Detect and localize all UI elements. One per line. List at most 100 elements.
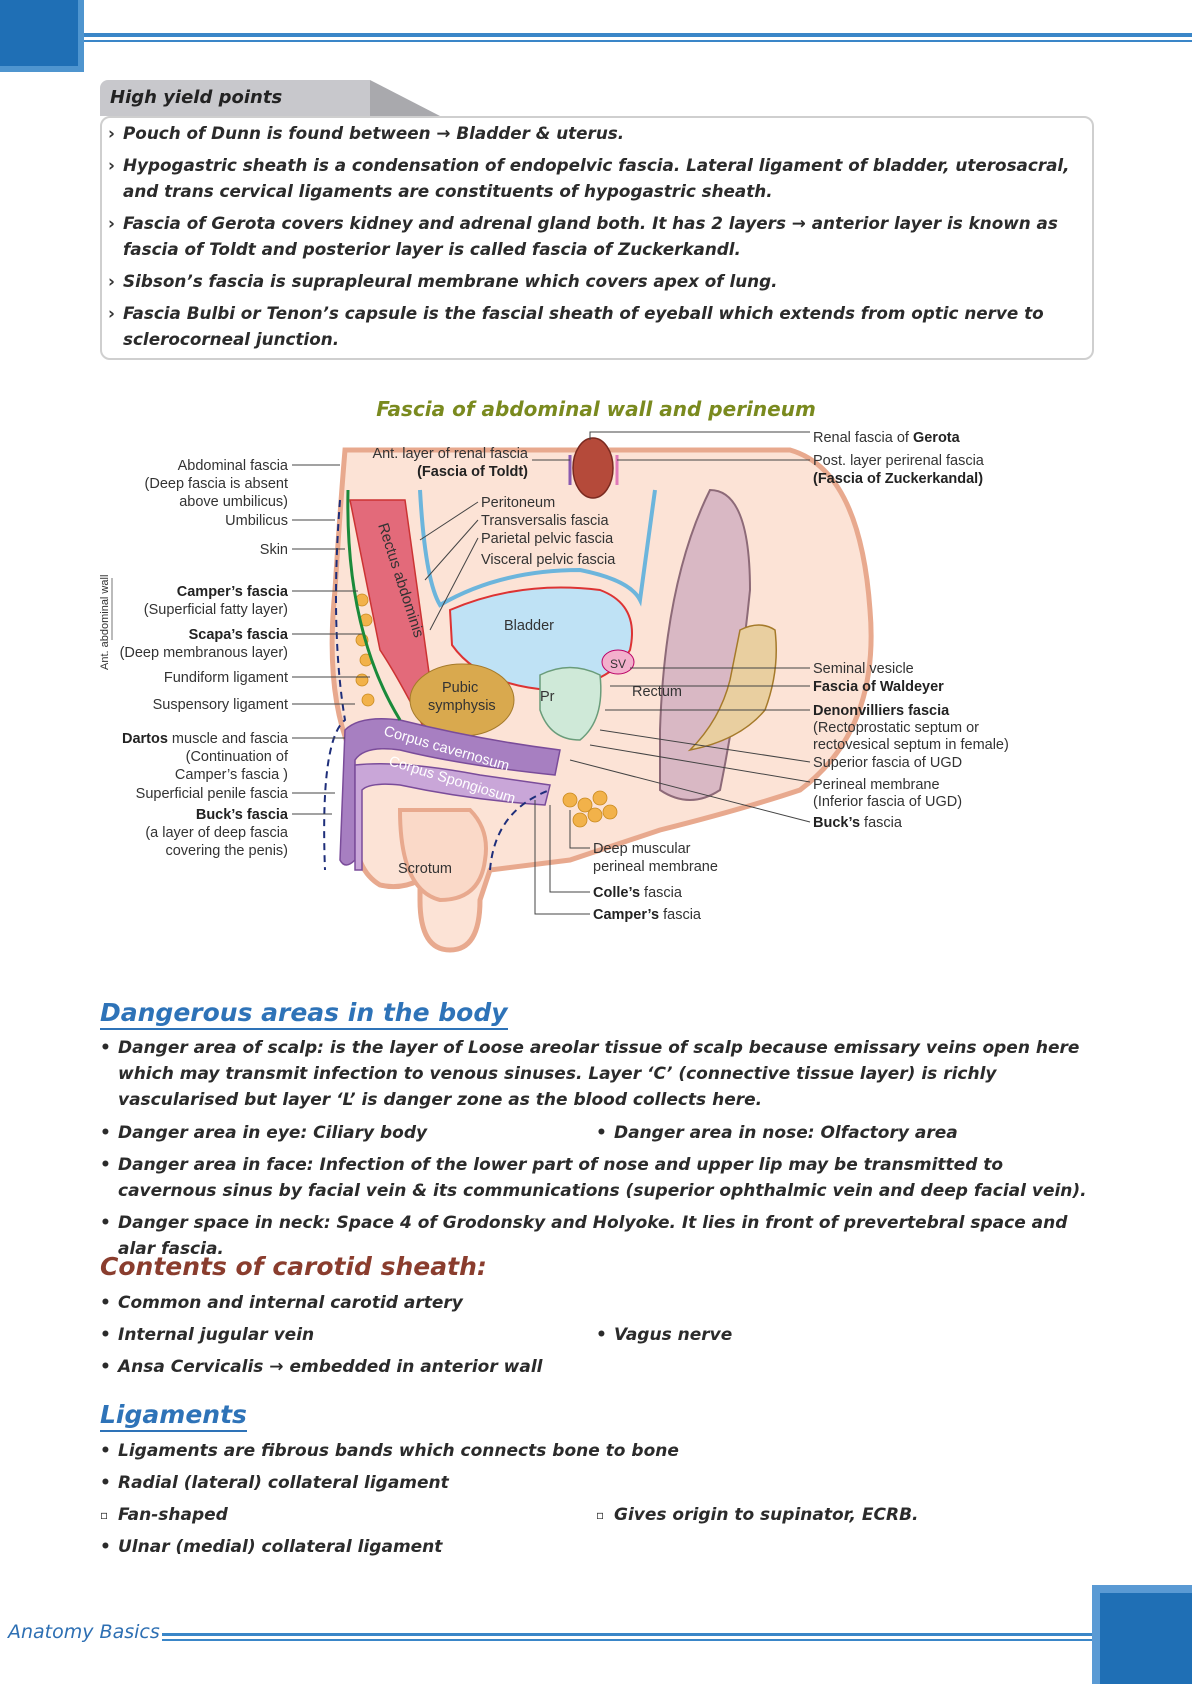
high-yield-point: › Hypogastric sheath is a condensation of… — [108, 152, 1076, 204]
high-yield-point: › Pouch of Dunn is found between → Bladde… — [108, 120, 1076, 146]
label-ant-abdominal-wall: Ant. abdominal wall — [100, 575, 111, 670]
high-yield-point: › Sibson’s fascia is suprapleural membran… — [108, 268, 1076, 294]
point-marker: › — [108, 213, 115, 233]
label-abdominal-fascia-note-2: above umbilicus) — [179, 494, 288, 510]
label-prostate: Pr — [540, 689, 555, 705]
item-text: Ligaments are fibrous bands which connec… — [118, 1441, 679, 1461]
point-marker: › — [108, 303, 115, 323]
point-marker: › — [108, 155, 115, 175]
label-bucks-fascia-left: Buck’s fascia — [196, 807, 289, 823]
label-inferior-fascia-ugd: (Inferior fascia of UGD) — [813, 794, 962, 810]
scapa-dashed-line — [323, 499, 551, 871]
item-text: Ansa Cervicalis → embedded in anterior w… — [118, 1357, 543, 1377]
list-item: • Radial (lateral) collateral ligament — [100, 1470, 1092, 1496]
label-parietal-pelvic-fascia: Parietal pelvic fascia — [481, 531, 614, 547]
fat-lobules — [355, 593, 618, 828]
point-text: Sibson’s fascia is suprapleural membrane… — [123, 271, 778, 291]
bullet: • — [100, 1123, 111, 1143]
sub-list-item: ▫Fan-shaped — [100, 1502, 596, 1528]
corpus-spongiosum-shape — [354, 763, 551, 871]
list-item: •Ulnar (medial) collateral ligament — [100, 1534, 1092, 1560]
label-fundiform-ligament: Fundiform ligament — [164, 670, 288, 686]
label-deep-membranous: (Deep membranous layer) — [120, 645, 288, 661]
item-text: Internal jugular vein — [118, 1325, 315, 1345]
item-text: Danger space in neck: Space 4 of Grodons… — [118, 1213, 1068, 1259]
kidney-shape — [572, 437, 614, 499]
point-text: Hypogastric sheath is a condensation of … — [123, 155, 1070, 201]
figure-title: Fascia of abdominal wall and perineum — [376, 397, 816, 421]
sacrum-shape — [687, 624, 777, 752]
prostate-shape — [539, 666, 602, 741]
label-campers-fascia: Camper’s fascia — [177, 584, 289, 600]
label-colles-fascia: Colle’s fascia — [593, 885, 683, 901]
label-denonvilliers-note-2: rectovesical septum in female) — [813, 737, 1009, 753]
label-bucks-note: (a layer of deep fascia — [145, 825, 289, 841]
dangerous-list-cont: • Danger area in face: Infection of the l… — [100, 1152, 1092, 1268]
label-superficial-fatty: (Superficial fatty layer) — [144, 602, 288, 618]
label-sv: SV — [610, 657, 626, 671]
heading-carotid-sheath: Contents of carotid sheath: — [100, 1252, 487, 1281]
ligaments-list-cont: •Ulnar (medial) collateral ligament — [100, 1534, 1092, 1566]
square-bullet: ▫ — [596, 1508, 605, 1522]
point-marker: › — [108, 271, 115, 291]
label-abdominal-fascia: Abdominal fascia — [178, 458, 289, 474]
label-renal-fascia: Renal fascia of Gerota — [813, 430, 961, 446]
label-scapas-fascia: Scapa’s fascia — [189, 627, 289, 643]
bullet: • — [100, 1155, 111, 1175]
ligaments-list: • Ligaments are fibrous bands which conne… — [100, 1438, 1092, 1502]
label-seminal-vesicle: Seminal vesicle — [813, 661, 914, 677]
leader-lines — [292, 431, 811, 915]
label-dartos-note-2: Camper’s fascia ) — [175, 767, 288, 783]
label-denonvilliers-fascia: Denonvilliers fascia — [813, 703, 950, 719]
footer-book-title: Anatomy Basics — [8, 1621, 160, 1643]
item-text: Fan-shaped — [118, 1505, 228, 1525]
label-perineal-membrane-deep: perineal membrane — [593, 859, 718, 875]
list-item: •Vagus nerve — [596, 1322, 1092, 1348]
sub-list-item: ▫Gives origin to supinator, ECRB. — [596, 1502, 1092, 1528]
bullet: • — [596, 1123, 607, 1143]
bullet: • — [100, 1473, 111, 1493]
bullet: • — [100, 1038, 111, 1058]
label-transversalis-fascia: Transversalis fascia — [481, 513, 610, 529]
label-bucks-note-2: covering the penis) — [165, 843, 288, 859]
label-superficial-penile-fascia: Superficial penile fascia — [136, 786, 289, 802]
footer-rule-thin — [162, 1639, 1092, 1641]
high-yield-title: High yield points — [110, 87, 283, 108]
item-text: Vagus nerve — [614, 1325, 733, 1345]
item-text: Danger area in face: Infection of the lo… — [118, 1155, 1087, 1201]
list-item: •Ligaments are fibrous bands which conne… — [100, 1438, 1092, 1464]
list-item: •Internal jugular vein — [100, 1322, 596, 1348]
item-text: Radial (lateral) collateral ligament — [118, 1473, 449, 1493]
label-fascia-waldeyer: Fascia of Waldeyer — [813, 679, 944, 695]
point-text: Pouch of Dunn is found between → Bladder… — [123, 123, 625, 143]
high-yield-point: › Fascia of Gerota covers kidney and adre… — [108, 210, 1076, 262]
label-bucks-fascia-right: Buck’s fascia — [813, 815, 903, 831]
label-visceral-pelvic-fascia: Visceral pelvic fascia — [481, 552, 616, 568]
point-text: Fascia of Gerota covers kidney and adren… — [123, 213, 1058, 259]
carotid-list-cont: •Ansa Cervicalis → embedded in anterior … — [100, 1354, 1092, 1386]
high-yield-tab-tail — [370, 80, 440, 116]
label-symphysis: symphysis — [428, 698, 496, 714]
list-item: •Danger area of scalp: is the layer of L… — [100, 1035, 1092, 1113]
label-dartos: Dartos muscle and fascia — [122, 731, 289, 747]
label-dartos-note: (Continuation of — [186, 749, 289, 765]
footer-rule — [162, 1633, 1092, 1636]
label-post-renal-fascia: Post. layer perirenal fascia — [813, 453, 985, 469]
label-campers-fascia-right: Camper’s fascia — [593, 907, 702, 923]
label-skin: Skin — [260, 542, 288, 558]
seminal-vesicle-shape — [601, 649, 635, 675]
point-marker: › — [108, 123, 115, 143]
label-ant-renal-fascia: Ant. layer of renal fascia — [372, 446, 528, 462]
high-yield-list: › Pouch of Dunn is found between → Bladde… — [108, 120, 1076, 358]
bullet: • — [100, 1293, 111, 1313]
label-perineal-membrane: Perineal membrane — [813, 777, 940, 793]
bullet: • — [100, 1213, 111, 1233]
list-item: • Danger space in neck: Space 4 of Grodon… — [100, 1210, 1092, 1262]
label-suspensory-ligament: Suspensory ligament — [153, 697, 288, 713]
label-denonvilliers-note: (Rectoprostatic septum or — [813, 720, 979, 736]
footer-corner-block — [1092, 1585, 1192, 1684]
heading-ligaments: Ligaments — [100, 1400, 247, 1432]
list-item: •Danger area in nose: Olfactory area — [596, 1120, 1092, 1146]
label-fascia-zuckerkandal: (Fascia of Zuckerkandal) — [813, 471, 983, 487]
label-deep-muscular: Deep muscular — [593, 841, 691, 857]
